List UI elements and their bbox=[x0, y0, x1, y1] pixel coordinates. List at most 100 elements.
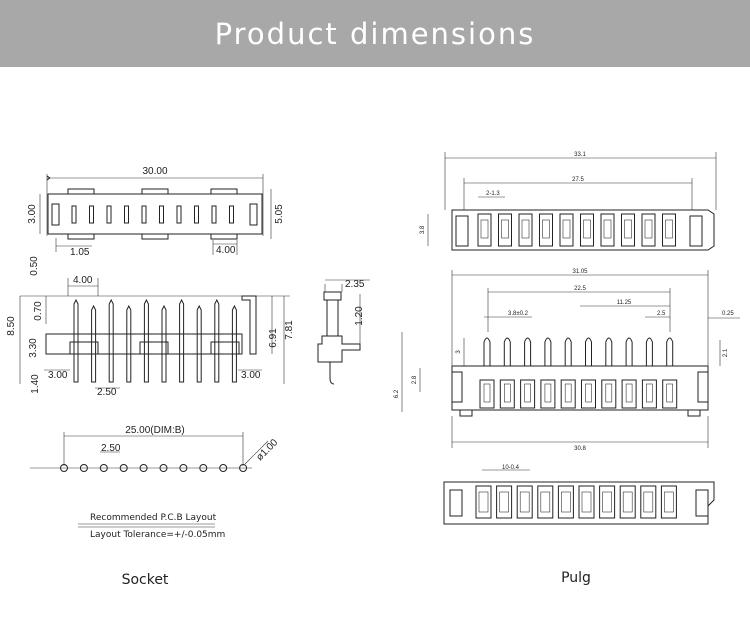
plug-bottom-slot bbox=[496, 485, 513, 519]
plug-bottom-slot bbox=[578, 485, 595, 519]
socket-pin bbox=[126, 304, 132, 383]
socket-pin bbox=[73, 298, 79, 383]
plug-top-slot-inner bbox=[542, 219, 550, 239]
socket-slot-label: 4.00 bbox=[216, 245, 236, 256]
header-banner: Product dimensions bbox=[0, 0, 750, 67]
plug-cavity bbox=[581, 379, 596, 409]
socket-base-label: 3.30 bbox=[28, 338, 39, 358]
socket-slot bbox=[124, 205, 129, 224]
plug-cavity bbox=[641, 379, 657, 409]
socket-offset-label: 1.05 bbox=[70, 247, 90, 258]
plug-top-slot-inner bbox=[501, 219, 509, 239]
plug-cavity bbox=[499, 379, 515, 409]
socket-end-view: 2.35 1.20 bbox=[317, 279, 370, 385]
socket-pin bbox=[179, 298, 185, 383]
plug-cavity-inner bbox=[544, 383, 552, 403]
plug-caption: Pulg bbox=[561, 570, 591, 586]
plug-bottom-slot-inner bbox=[602, 491, 612, 513]
plug-right-h-label: 2.1 bbox=[723, 348, 729, 357]
plug-bottom-slot bbox=[660, 485, 677, 519]
socket-total-label: 8.50 bbox=[6, 316, 17, 336]
pcb-layout-note: Recommended P.C.B Layout bbox=[90, 513, 217, 523]
page-title: Product dimensions bbox=[214, 16, 536, 51]
plug-bottom-slot bbox=[475, 485, 492, 519]
pcb-pitch-label: 2.50 bbox=[101, 443, 121, 454]
socket-pin bbox=[91, 304, 97, 383]
socket-slot bbox=[194, 205, 199, 224]
socket-pin bbox=[161, 304, 167, 383]
pcb-hole bbox=[199, 464, 208, 472]
plug-front-width-label: 31.05 bbox=[572, 269, 588, 275]
plug-bottom-slot bbox=[599, 485, 616, 519]
plug-bottom-slot-inner bbox=[664, 491, 674, 513]
socket-slot bbox=[211, 205, 217, 224]
plug-pitch-label: 2-1.3 bbox=[486, 191, 500, 197]
plug-body-h-label: 2.8 bbox=[412, 375, 418, 384]
plug-bottom-slot bbox=[619, 485, 636, 519]
plug-top-slot-inner bbox=[583, 219, 591, 239]
socket-left-space-label: 3.00 bbox=[48, 370, 68, 381]
socket-end-height-label: 1.20 bbox=[354, 306, 365, 326]
socket-pin bbox=[196, 304, 202, 383]
socket-tip-label: 0.70 bbox=[33, 301, 44, 321]
pcb-tolerance-note: Layout Tolerance=+/-0.05mm bbox=[90, 530, 225, 540]
plug-top-slot-inner bbox=[665, 219, 673, 239]
plug-top-slot-inner bbox=[644, 219, 653, 239]
plug-cavity-inner bbox=[524, 383, 531, 403]
plug-cavity-inner bbox=[666, 383, 674, 403]
socket-edge-label: 0.50 bbox=[29, 256, 40, 276]
socket-pin-height-label: 6.91 bbox=[268, 328, 279, 348]
plug-slot-label: 10-0.4 bbox=[502, 465, 520, 471]
plug-cavity-inner bbox=[646, 383, 653, 403]
pcb-hole bbox=[219, 464, 228, 472]
socket-height-label: 3.00 bbox=[27, 204, 38, 224]
plug-gap-label: 3.8±0.2 bbox=[508, 311, 529, 317]
plug-top-slot bbox=[559, 213, 574, 247]
plug-top-slot bbox=[600, 213, 615, 247]
plug-height-label: 3.8 bbox=[420, 225, 426, 234]
plug-cavity bbox=[479, 379, 495, 409]
socket-depth-label: 5.05 bbox=[274, 204, 285, 224]
plug-cavity bbox=[662, 379, 678, 409]
plug-bottom-slot-inner bbox=[540, 491, 551, 513]
pcb-hole bbox=[239, 464, 248, 472]
plug-pin bbox=[564, 337, 572, 366]
plug-bottom-slot bbox=[557, 485, 574, 519]
plug-cavity-inner bbox=[564, 383, 572, 403]
pcb-hole bbox=[60, 464, 68, 472]
socket-width-label: 30.00 bbox=[142, 166, 167, 177]
plug-pin bbox=[524, 337, 532, 366]
pcb-hole bbox=[159, 464, 168, 472]
plug-cavity bbox=[560, 379, 576, 409]
pcb-hole bbox=[139, 464, 148, 472]
socket-pin bbox=[214, 298, 220, 383]
plug-left-h-label: 3 bbox=[456, 350, 462, 354]
socket-slot bbox=[106, 205, 112, 224]
plug-cavity bbox=[540, 379, 556, 409]
socket-pin-offset-label: 4.00 bbox=[73, 275, 93, 286]
plug-top-slot-inner bbox=[521, 219, 530, 239]
plug-cavity-inner bbox=[503, 383, 511, 403]
plug-front-view: 31.05 22.5 11.25 3.8±0.2 2.5 0.25 3 2.1 … bbox=[394, 269, 740, 452]
plug-half-label: 11.25 bbox=[617, 300, 632, 306]
plug-top-slot bbox=[477, 213, 492, 247]
plug-top-slot-inner bbox=[562, 219, 571, 239]
socket-slot bbox=[159, 205, 164, 224]
socket-body-height-label: 7.81 bbox=[284, 320, 295, 340]
plug-top-slot-inner bbox=[603, 219, 612, 239]
plug-cavity bbox=[621, 379, 637, 409]
socket-end-width-label: 2.35 bbox=[345, 279, 365, 290]
plug-top-slot bbox=[621, 213, 635, 247]
pcb-hole-label: ø1.00 bbox=[254, 437, 280, 463]
plug-top-view: 33.1 27.5 2-1.3 3.8 bbox=[420, 152, 717, 251]
plug-pin bbox=[503, 337, 511, 366]
plug-top-slot bbox=[662, 213, 676, 247]
pcb-hole bbox=[119, 464, 128, 472]
plug-top-slot-inner bbox=[480, 219, 489, 239]
plug-bottom-slot-inner bbox=[622, 491, 633, 513]
pcb-hole bbox=[79, 464, 88, 472]
plug-bottom-slot-inner bbox=[581, 491, 592, 513]
pcb-span-label: 25.00(DIM:B) bbox=[125, 425, 184, 436]
plug-pin bbox=[605, 337, 613, 366]
